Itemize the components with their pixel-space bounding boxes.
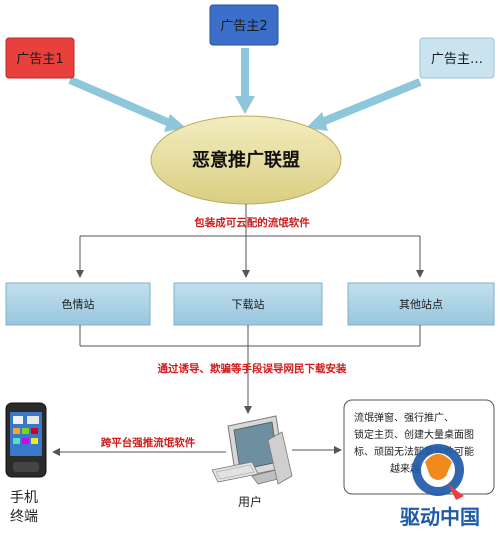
phone-label-line1: 手机 [10,490,38,506]
site-1-label: 色情站 [62,297,95,311]
alliance-oval: 恶意推广联盟 [150,115,342,205]
cross-platform-label: 跨平台强推流氓软件 [101,436,196,449]
site-box-1: 色情站 [5,282,151,326]
package-label: 包装成可云配的流氓软件 [194,216,310,229]
arrow-advertiser-3 [320,78,422,126]
site-3-label: 其他站点 [399,297,443,311]
advertiser-1-box: 广告主1 [5,37,75,79]
advertiser-3-box: 广告主… [419,37,495,79]
lure-label: 通过诱导、欺骗等手段误导网民下载安装 [158,362,347,375]
callout-line-1: 流氓弹窗、强行推广、 [354,411,454,424]
arrow-advertiser-1 [68,76,174,128]
watermark-logo: 驱动中国 [400,444,480,529]
connectors-top [76,204,424,278]
site-box-3: 其他站点 [347,282,495,326]
callout-line-2: 锁定主页、创建大量桌面图 [354,428,474,441]
advertiser-2-label: 广告主2 [220,19,267,34]
user-label: 用户 [238,494,262,509]
site-box-2: 下载站 [173,282,323,326]
phone-icon [5,402,47,478]
connectors-bottom [79,325,421,414]
advertiser-1-label: 广告主1 [16,52,63,67]
phone-label-line2: 终端 [10,509,38,525]
advertiser-2-box: 广告主2 [209,4,279,46]
advertiser-3-label: 广告主… [431,52,483,67]
site-2-label: 下载站 [232,297,265,311]
watermark-text: 驱动中国 [400,505,480,529]
advertiser-arrows [68,48,422,132]
computer-icon [211,415,293,485]
alliance-label: 恶意推广联盟 [192,149,300,171]
